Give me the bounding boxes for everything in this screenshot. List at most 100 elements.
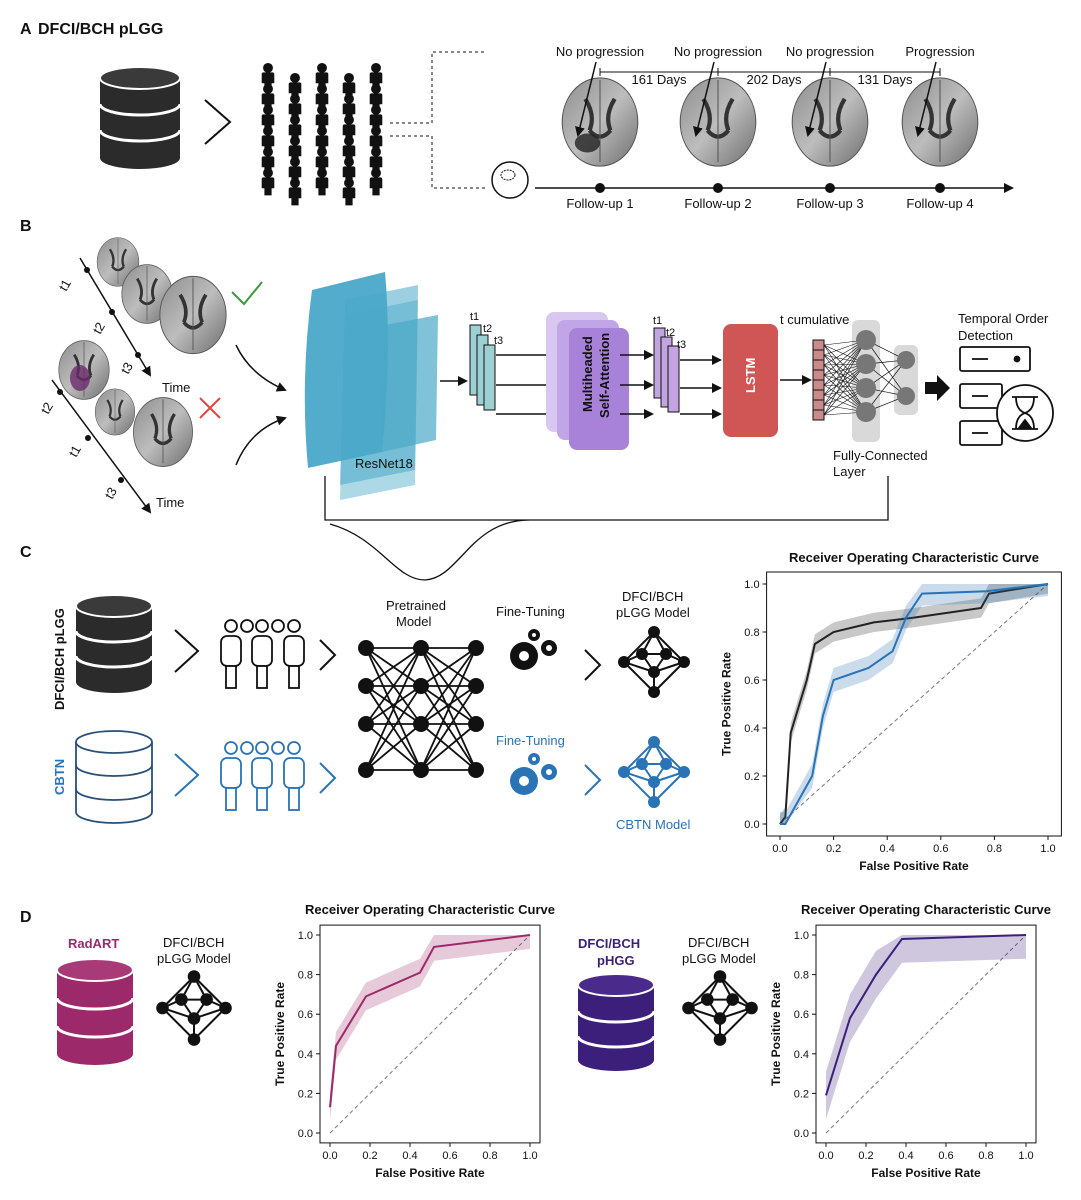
x-tick-label: 0.0 bbox=[818, 1150, 833, 1162]
phgg-label-1: DFCI/BCH bbox=[578, 936, 640, 951]
attention-block bbox=[546, 312, 629, 450]
model-edge bbox=[161, 1007, 195, 1041]
fc-neuron bbox=[856, 330, 876, 350]
person-head bbox=[271, 619, 285, 633]
model-node bbox=[726, 993, 739, 1006]
x-tick-label: 0.8 bbox=[978, 1150, 993, 1162]
x-tick-label: 0.6 bbox=[442, 1150, 457, 1162]
model-node bbox=[701, 993, 714, 1006]
model-edge bbox=[687, 1007, 721, 1041]
followup-label: Follow-up 2 bbox=[684, 196, 751, 211]
model-edge bbox=[623, 631, 655, 663]
brain-sequence-incorrect: t2 t1 t3 Time bbox=[38, 339, 195, 514]
person-legs bbox=[225, 787, 237, 811]
person-legs bbox=[256, 787, 268, 811]
y-tick-label: 0.6 bbox=[794, 1009, 809, 1021]
person-icon bbox=[288, 177, 302, 206]
pLGG-model-icon bbox=[618, 626, 690, 698]
bracket-connector bbox=[324, 476, 889, 581]
person-head bbox=[240, 619, 254, 633]
model-edge bbox=[161, 975, 195, 1009]
time-label-top: Time bbox=[162, 380, 190, 395]
d-model-label-2: pLGG Model bbox=[157, 951, 231, 966]
fc-edge bbox=[823, 339, 867, 386]
resnet-block bbox=[304, 272, 438, 500]
output-arrow-icon bbox=[925, 375, 950, 401]
d-model-label-1: DFCI/BCH bbox=[163, 935, 224, 950]
model-edge bbox=[719, 1007, 753, 1041]
person-outline bbox=[251, 635, 273, 667]
model-node bbox=[745, 1001, 758, 1015]
t1-label: t1 bbox=[56, 277, 74, 294]
person-head bbox=[287, 741, 301, 755]
scan-status-label: No progression bbox=[786, 44, 874, 59]
followup-label: Follow-up 4 bbox=[906, 196, 973, 211]
model-node bbox=[713, 1033, 727, 1046]
model-node bbox=[648, 796, 660, 808]
model-edge bbox=[193, 975, 227, 1009]
fc-output-neuron bbox=[897, 387, 915, 405]
pLGG-model-icon-d1 bbox=[156, 970, 232, 1046]
net-node bbox=[468, 640, 484, 656]
person-head bbox=[255, 741, 269, 755]
vec-t2: t2 bbox=[483, 323, 492, 335]
attended-vectors bbox=[653, 327, 680, 413]
pLGG-model-icon-d2 bbox=[682, 970, 758, 1046]
person-head bbox=[271, 741, 285, 755]
scan-status-label: Progression bbox=[905, 44, 974, 59]
model-node bbox=[156, 1001, 169, 1015]
x-tick-label: 1.0 bbox=[1040, 843, 1055, 855]
y-tick-label: 0.2 bbox=[794, 1088, 809, 1100]
net-node bbox=[468, 762, 484, 778]
model-node bbox=[187, 1012, 201, 1025]
model-edge bbox=[653, 661, 685, 693]
finetune-label-blue: Fine-Tuning bbox=[496, 733, 565, 748]
model-node bbox=[678, 766, 690, 778]
timeline-dot bbox=[713, 183, 723, 193]
brain-sequence-correct: t1 t2 t3 Time bbox=[56, 236, 228, 395]
att-t3: t3 bbox=[677, 339, 686, 351]
y-axis-label: True Positive Rate bbox=[769, 982, 783, 1086]
gears-icon-blue bbox=[510, 753, 557, 795]
t2-label-b: t2 bbox=[38, 400, 56, 417]
model-node bbox=[636, 648, 648, 660]
net-edge bbox=[420, 685, 477, 725]
y-tick-label: 0.8 bbox=[298, 970, 313, 982]
attention-label-1: Multiheaded bbox=[580, 336, 595, 412]
attention-label-2: Self-Attention bbox=[597, 333, 612, 418]
x-tick-label: 0.0 bbox=[772, 843, 787, 855]
brain-scan-image bbox=[792, 78, 868, 166]
fc-edge bbox=[823, 364, 867, 413]
head-brain-icon bbox=[491, 161, 529, 199]
person-outline bbox=[251, 757, 273, 789]
person-icon bbox=[261, 167, 275, 196]
timeline-dot bbox=[825, 183, 835, 193]
model-edge bbox=[623, 771, 655, 803]
y-tick-label: 0.0 bbox=[794, 1128, 809, 1140]
person-outline bbox=[220, 757, 242, 789]
pretrained-label-2: Model bbox=[396, 614, 432, 629]
x-tick-label: 0.4 bbox=[880, 843, 895, 855]
x-tick-label: 0.2 bbox=[858, 1150, 873, 1162]
net-edge bbox=[420, 647, 477, 771]
t3-label-b: t3 bbox=[102, 485, 120, 502]
person-legs bbox=[288, 665, 300, 689]
radart-label: RadART bbox=[68, 936, 119, 951]
net-edge bbox=[365, 723, 422, 771]
fully-connected-layer bbox=[823, 320, 918, 442]
patients-outline-icon bbox=[220, 619, 305, 689]
brain-scan-image bbox=[680, 78, 756, 166]
followup-label: Follow-up 3 bbox=[796, 196, 863, 211]
database-icon-dfci bbox=[74, 594, 154, 693]
y-tick-label: 0.4 bbox=[298, 1049, 313, 1061]
x-tick-label: 0.6 bbox=[933, 843, 948, 855]
person-head bbox=[287, 619, 301, 633]
x-tick-label: 0.8 bbox=[482, 1150, 497, 1162]
net-edge bbox=[365, 685, 422, 771]
x-tick-label: 0.2 bbox=[362, 1150, 377, 1162]
model-node bbox=[175, 993, 188, 1006]
model-node bbox=[648, 666, 660, 678]
t3-label: t3 bbox=[118, 360, 136, 377]
